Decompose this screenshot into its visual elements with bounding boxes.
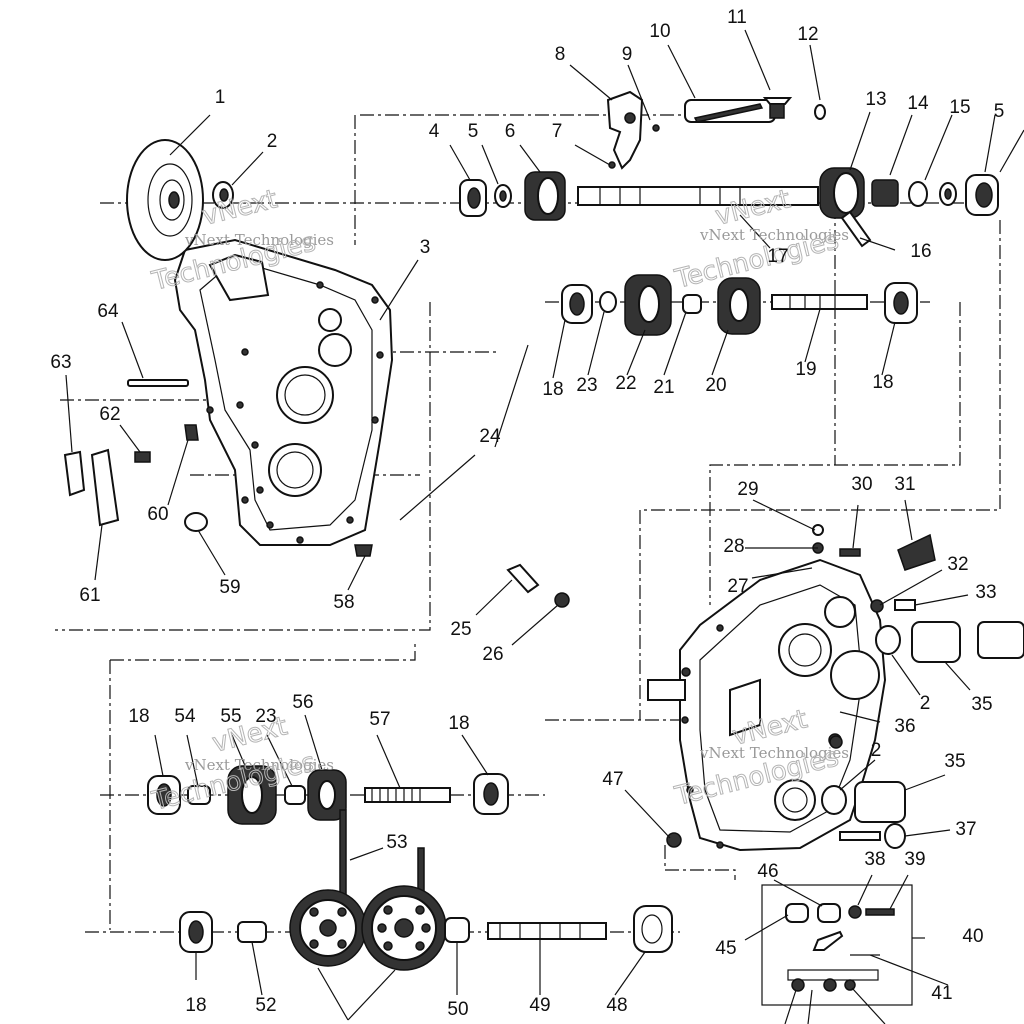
callout-13: 13 xyxy=(865,89,886,110)
shift-detail-inset xyxy=(761,884,913,1006)
bearing-cover xyxy=(126,139,204,261)
callout-6: 6 xyxy=(505,121,516,142)
leader-lines xyxy=(65,29,1024,1024)
callout-10: 10 xyxy=(649,21,670,42)
callout-labels: 1 2 3 4 5 6 7 8 9 10 11 12 13 14 15 5 16… xyxy=(50,7,1004,1020)
svg-text:vNext Technologies: vNext Technologies xyxy=(699,744,849,762)
callout-18d: 18 xyxy=(448,713,469,734)
callout-17: 17 xyxy=(767,246,788,267)
callout-49: 49 xyxy=(529,995,550,1016)
callout-20: 20 xyxy=(705,375,726,396)
callout-60: 60 xyxy=(147,504,168,525)
callout-26: 26 xyxy=(482,644,503,665)
callout-2b: 2 xyxy=(920,693,931,714)
callout-63: 63 xyxy=(50,352,71,373)
callout-38: 38 xyxy=(864,849,885,870)
callout-59: 59 xyxy=(219,577,240,598)
callout-64: 64 xyxy=(97,301,119,322)
callout-39: 39 xyxy=(904,849,925,870)
callout-9: 9 xyxy=(622,44,633,65)
callout-46: 46 xyxy=(757,861,778,882)
shift-fork-assembly xyxy=(606,90,826,170)
callout-7: 7 xyxy=(552,121,563,142)
callout-1: 1 xyxy=(215,87,226,108)
callout-32: 32 xyxy=(947,554,968,575)
svg-text:vNext: vNext xyxy=(199,184,280,231)
callout-2c: 2 xyxy=(871,740,882,761)
bottom-shaft-assembly xyxy=(179,885,673,971)
callout-18a: 18 xyxy=(542,379,563,400)
callout-23a: 23 xyxy=(576,375,597,396)
callout-56: 56 xyxy=(292,692,313,713)
callout-45: 45 xyxy=(715,938,736,959)
callout-21: 21 xyxy=(653,377,674,398)
callout-16: 16 xyxy=(910,241,931,262)
left-case-half xyxy=(173,238,394,546)
callout-54: 54 xyxy=(174,706,196,727)
callout-18e: 18 xyxy=(185,995,206,1016)
callout-41: 41 xyxy=(931,983,952,1004)
top-shaft-assembly xyxy=(459,167,999,248)
callout-12: 12 xyxy=(797,24,818,45)
mounting-brackets xyxy=(63,379,373,557)
callout-30: 30 xyxy=(851,474,872,495)
callout-18b: 18 xyxy=(872,372,893,393)
callout-3: 3 xyxy=(420,237,431,258)
callout-55: 55 xyxy=(220,706,241,727)
callout-2: 2 xyxy=(267,131,278,152)
callout-18c: 18 xyxy=(128,706,149,727)
callout-11: 11 xyxy=(727,7,747,28)
svg-text:vNext Technologies: vNext Technologies xyxy=(184,231,334,249)
callout-47: 47 xyxy=(602,769,623,790)
right-case-half xyxy=(647,558,887,852)
seal-top-left xyxy=(212,181,234,209)
callout-36: 36 xyxy=(894,716,915,737)
callout-5: 5 xyxy=(468,121,479,142)
callout-50: 50 xyxy=(447,999,468,1020)
callout-52: 52 xyxy=(255,995,276,1016)
callout-48: 48 xyxy=(606,995,627,1016)
callout-58: 58 xyxy=(333,592,354,613)
callout-28: 28 xyxy=(723,536,744,557)
callout-31: 31 xyxy=(894,474,915,495)
callout-8: 8 xyxy=(555,44,566,65)
callout-53: 53 xyxy=(386,832,407,853)
callout-24: 24 xyxy=(479,426,501,447)
callout-5b: 5 xyxy=(994,101,1005,122)
svg-text:vNext Technologies: vNext Technologies xyxy=(184,756,334,774)
callout-19: 19 xyxy=(795,359,816,380)
middle-shaft-assembly xyxy=(561,274,918,336)
callout-40: 40 xyxy=(962,926,983,947)
callout-23b: 23 xyxy=(255,706,276,727)
callout-27: 27 xyxy=(727,576,748,597)
svg-text:vNext Technologies: vNext Technologies xyxy=(699,226,849,244)
callout-22: 22 xyxy=(615,373,636,394)
callout-25: 25 xyxy=(450,619,471,640)
callout-35a: 35 xyxy=(971,694,992,715)
right-hardware xyxy=(506,524,1024,849)
callout-33: 33 xyxy=(975,582,996,603)
callout-4: 4 xyxy=(429,121,440,142)
callout-15: 15 xyxy=(949,97,970,118)
callout-62: 62 xyxy=(99,404,120,425)
callout-35b: 35 xyxy=(944,751,965,772)
callout-37: 37 xyxy=(955,819,976,840)
callout-14: 14 xyxy=(907,93,929,114)
lower-left-shaft-assembly xyxy=(147,765,509,825)
callout-57: 57 xyxy=(369,709,390,730)
callout-29: 29 xyxy=(737,479,758,500)
callout-61: 61 xyxy=(79,585,100,606)
